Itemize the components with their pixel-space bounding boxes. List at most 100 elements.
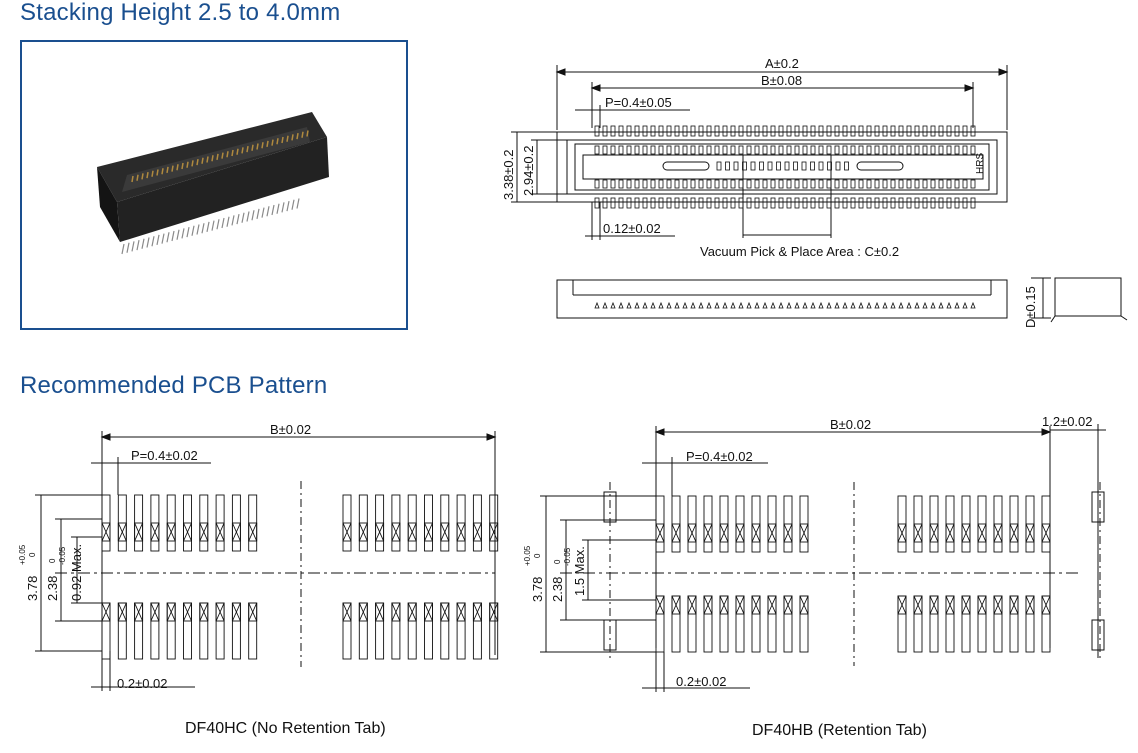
photo-leg — [246, 211, 250, 222]
center-slot — [725, 161, 730, 171]
bottom-pin — [842, 197, 848, 209]
pad-hatch — [424, 522, 433, 542]
bottom-pin — [642, 197, 648, 209]
pad-hatch — [767, 595, 777, 615]
side-pin — [762, 301, 768, 309]
bottom-pin — [626, 197, 632, 209]
photo-leg — [191, 225, 195, 236]
bottom-pin-inner — [666, 179, 672, 189]
top-pin-inner — [858, 145, 864, 155]
pad-hatch — [358, 522, 368, 542]
pad-hatch — [117, 522, 127, 542]
side-pin — [922, 301, 928, 309]
top-pin-inner — [802, 145, 808, 155]
top-pin — [778, 125, 784, 137]
pad-hatch — [799, 595, 809, 615]
bottom-pin — [770, 197, 776, 209]
side-pin — [610, 301, 616, 309]
top-pin-inner — [610, 145, 616, 155]
photo-contact — [216, 153, 219, 161]
top-pin-inner — [874, 145, 880, 155]
side-pin — [874, 301, 880, 309]
connector-photo — [97, 112, 329, 255]
photo-contact — [186, 161, 189, 168]
pad-hatch — [166, 602, 176, 622]
pad-hatch — [101, 522, 111, 542]
photo-contact — [256, 143, 259, 150]
pcb-pattern-hb: B±0.02 1.2±0.02 P=0.4±0.02 3.78 +0.05 0 … — [523, 414, 1106, 692]
bottom-pin-inner — [658, 179, 664, 189]
center-slot — [810, 161, 815, 171]
photo-contact — [306, 130, 309, 137]
top-pin — [802, 125, 808, 137]
top-pin-inner — [970, 145, 976, 155]
center-slot — [801, 161, 807, 171]
photo-contact — [131, 175, 134, 183]
photo-contact — [141, 173, 144, 180]
side-pin — [842, 301, 848, 309]
bottom-pin-inner — [602, 179, 608, 189]
photo-contact — [261, 142, 264, 149]
top-pin — [794, 125, 800, 137]
side-pin — [770, 301, 776, 309]
top-pin — [690, 125, 696, 137]
photo-leg — [216, 219, 220, 230]
pad-hatch — [231, 522, 241, 542]
bottom-pin — [874, 197, 880, 209]
pad-hatch — [993, 523, 1003, 543]
photo-leg — [241, 212, 245, 223]
pin-width-label: 0.12±0.02 — [603, 221, 661, 236]
photo-leg — [286, 200, 290, 212]
side-pin — [866, 301, 872, 309]
pad-hatch — [215, 602, 225, 622]
top-pin — [674, 125, 680, 137]
top-pin — [786, 125, 792, 137]
pad-hatch — [342, 522, 352, 542]
photo-contact — [201, 157, 204, 164]
side-pin — [698, 301, 704, 309]
pad-hatch — [375, 602, 385, 622]
bottom-pin — [690, 197, 696, 209]
top-pin-inner — [914, 145, 920, 155]
height-outer-label: 3.38±0.2 — [501, 149, 516, 200]
hb-pad-width-label: 0.2±0.02 — [676, 674, 727, 689]
hb-inner-label: 2.38 — [550, 577, 565, 602]
bottom-pin-inner — [626, 179, 632, 189]
side-pin — [786, 301, 792, 309]
center-slot — [716, 161, 722, 171]
top-pin-inner — [674, 145, 680, 155]
retention-tab-pad — [1091, 491, 1105, 523]
side-pin — [730, 301, 736, 309]
side-pin — [674, 301, 680, 309]
bottom-pin-inner — [610, 179, 616, 189]
side-pin — [706, 301, 712, 309]
bottom-pin — [746, 197, 752, 209]
pad-hatch — [671, 595, 681, 615]
top-pin — [722, 125, 728, 137]
pad-hatch — [735, 523, 745, 543]
pad-hatch — [655, 523, 665, 543]
photo-leg — [176, 229, 180, 240]
photo-leg — [131, 241, 135, 252]
side-height-label: D±0.15 — [1023, 286, 1038, 328]
bottom-pin-inner — [794, 179, 800, 189]
top-pin-inner — [738, 145, 744, 155]
hb-outer-label: 3.78 — [530, 577, 545, 602]
bottom-pin-inner — [850, 179, 856, 189]
photo-contact — [166, 166, 169, 174]
side-pin — [946, 301, 952, 309]
bottom-pin — [794, 197, 800, 209]
top-pin — [594, 125, 600, 137]
photo-leg — [196, 224, 200, 235]
top-pin — [850, 125, 856, 137]
top-pin — [834, 125, 840, 137]
bottom-pin — [610, 197, 616, 209]
side-pin — [738, 301, 744, 309]
retention-tab-pad — [1091, 619, 1105, 651]
hc-inner-tol-minus: -0.05 — [58, 546, 67, 565]
pad-hatch — [117, 602, 127, 622]
caption-df40hb: DF40HB (Retention Tab) — [752, 722, 927, 739]
top-pin-inner — [818, 145, 824, 155]
bottom-pin-inner — [906, 179, 912, 189]
top-pin — [754, 125, 760, 137]
